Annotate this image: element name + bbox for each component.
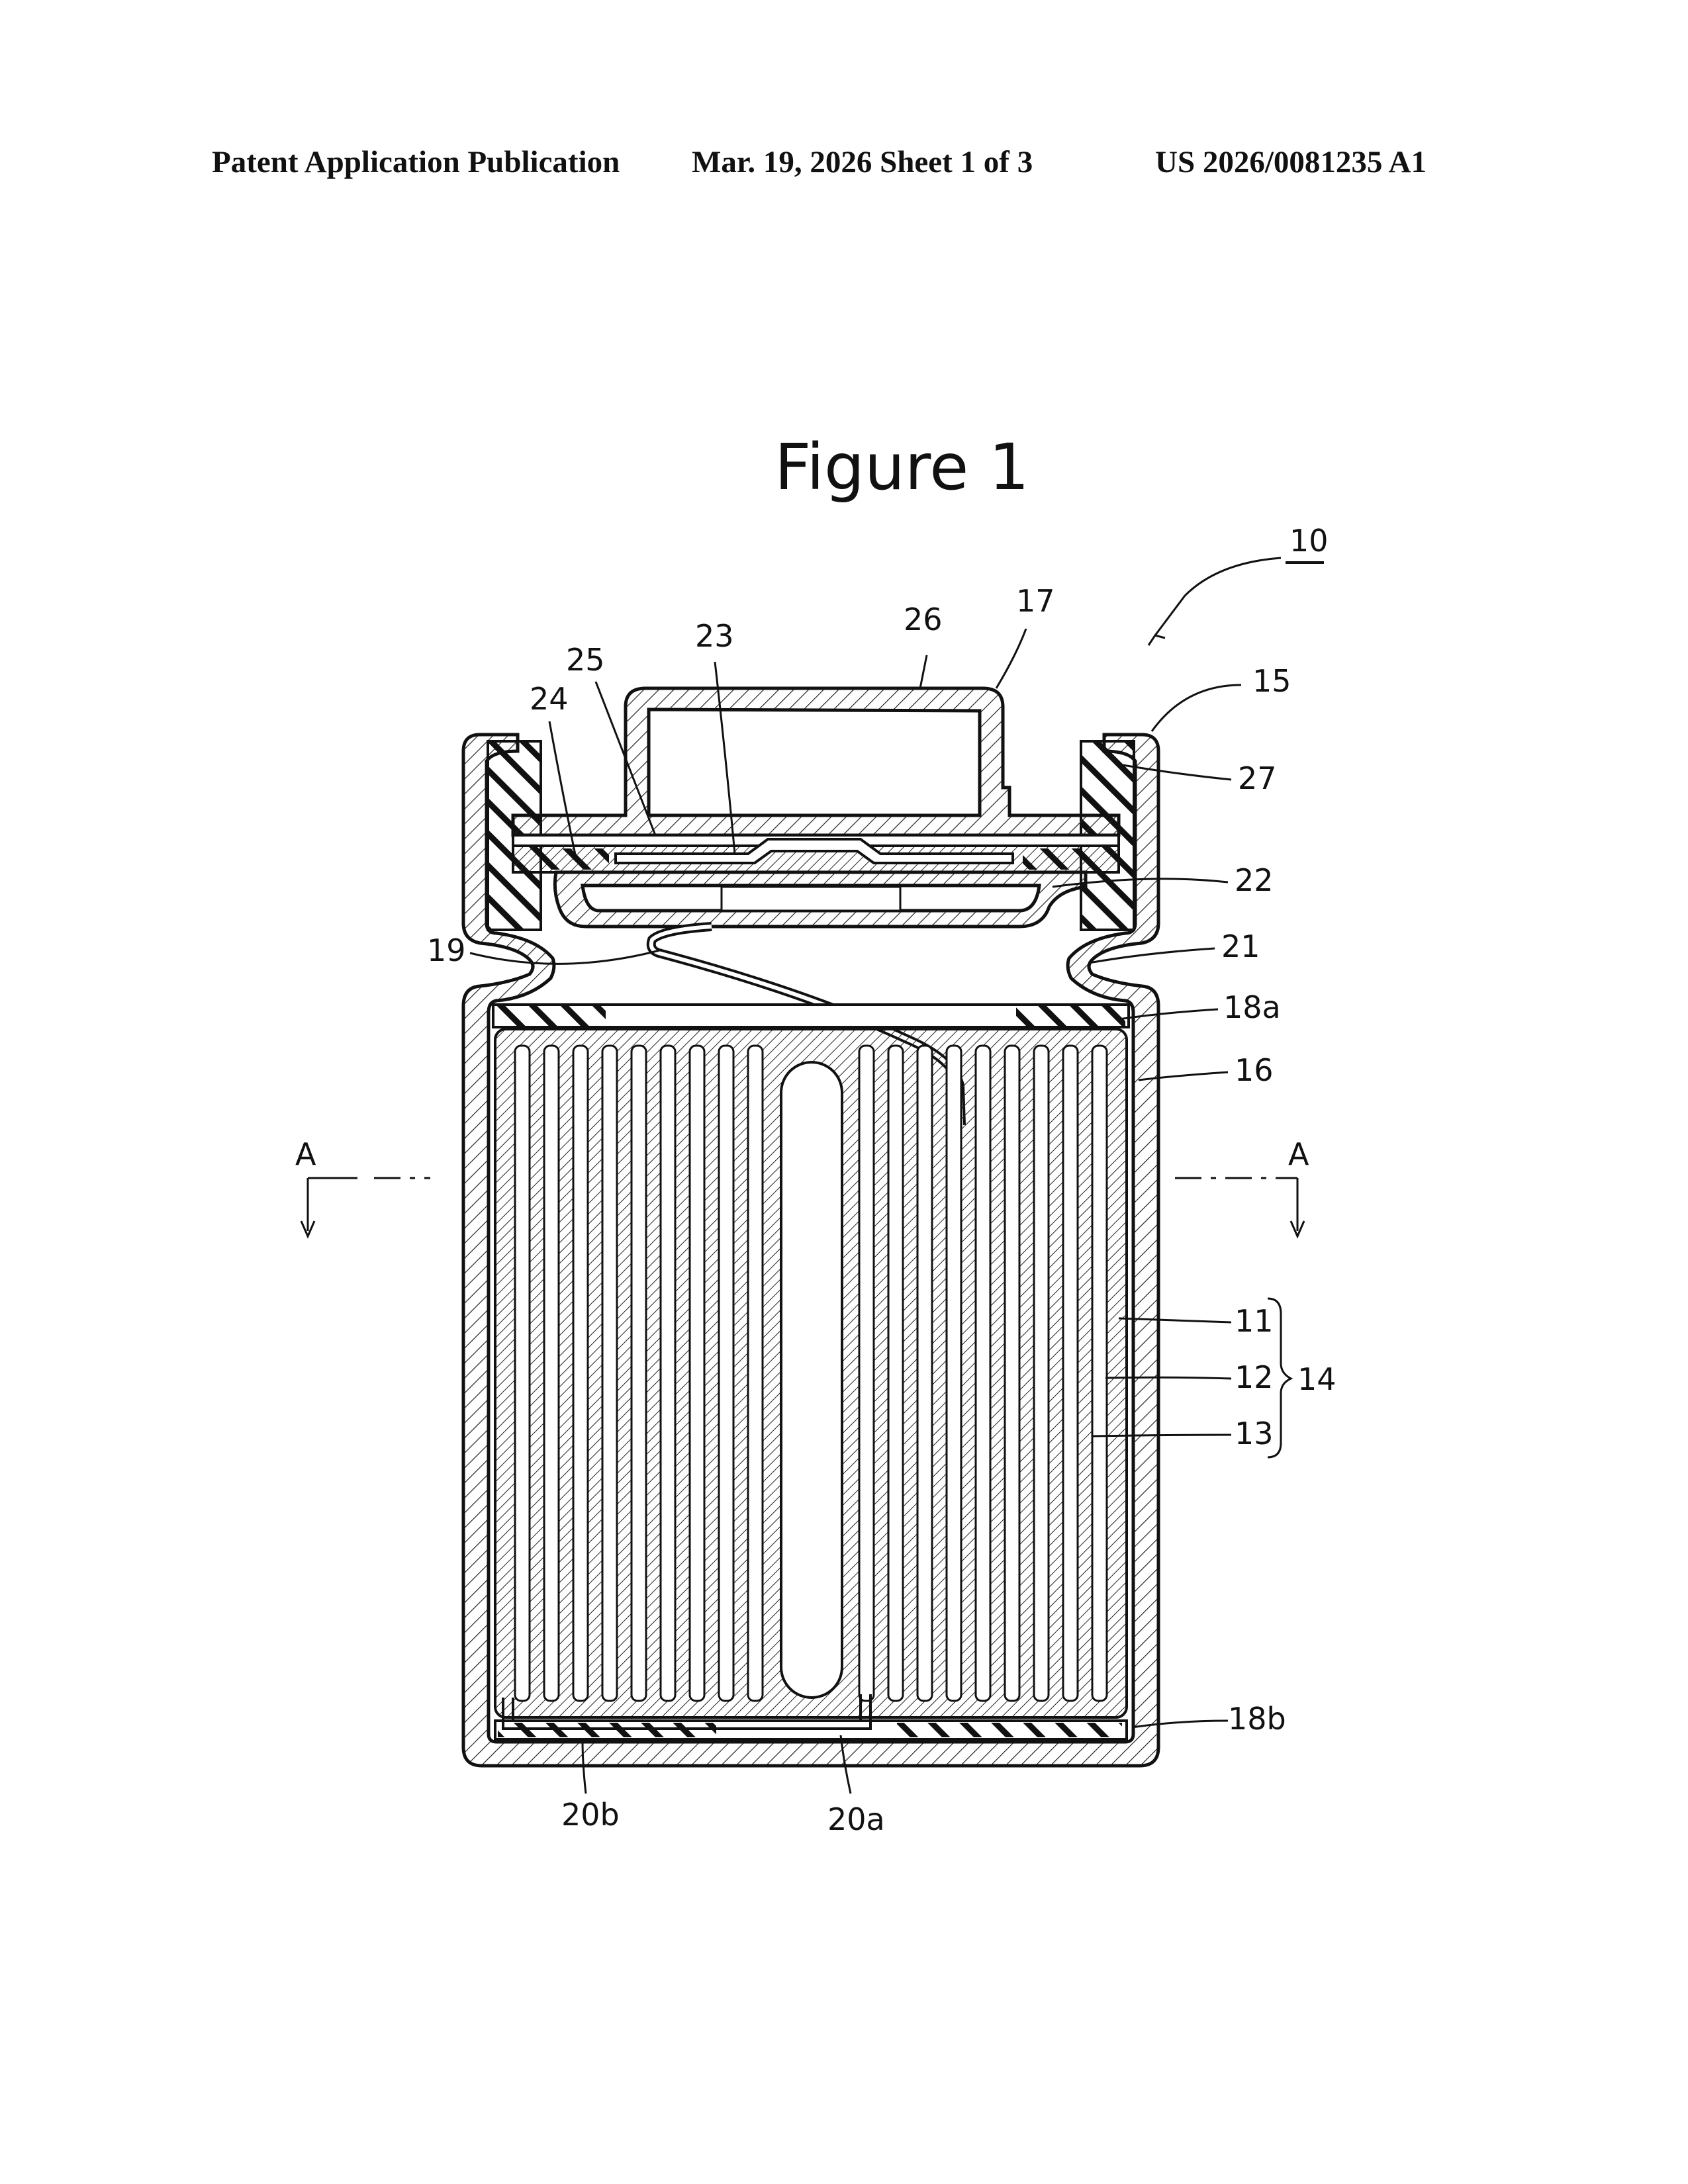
label-18a: 18a <box>1223 989 1281 1025</box>
label-22: 22 <box>1235 862 1274 898</box>
electrode-assembly <box>495 1029 1127 1717</box>
label-27: 27 <box>1238 760 1277 796</box>
label-16: 16 <box>1235 1052 1274 1088</box>
label-20b: 20b <box>561 1797 620 1833</box>
label-25: 25 <box>566 642 605 678</box>
label-12: 12 <box>1235 1359 1274 1395</box>
label-26: 26 <box>904 602 943 637</box>
label-24: 24 <box>530 681 569 717</box>
label-11: 11 <box>1235 1303 1274 1339</box>
cap-assembly <box>513 688 1119 927</box>
upper-insulating-plate <box>493 1005 1129 1027</box>
label-21: 21 <box>1221 929 1260 964</box>
label-18b: 18b <box>1228 1701 1286 1737</box>
label-15: 15 <box>1252 663 1291 699</box>
label-14: 14 <box>1297 1361 1336 1397</box>
label-13: 13 <box>1235 1416 1274 1451</box>
label-17: 17 <box>1016 583 1055 619</box>
label-10: 10 <box>1289 523 1329 559</box>
label-a-left: A <box>295 1136 316 1172</box>
label-19: 19 <box>427 933 466 968</box>
label-23: 23 <box>695 618 734 654</box>
label-20a: 20a <box>827 1801 885 1837</box>
label-a-right: A <box>1288 1136 1309 1172</box>
